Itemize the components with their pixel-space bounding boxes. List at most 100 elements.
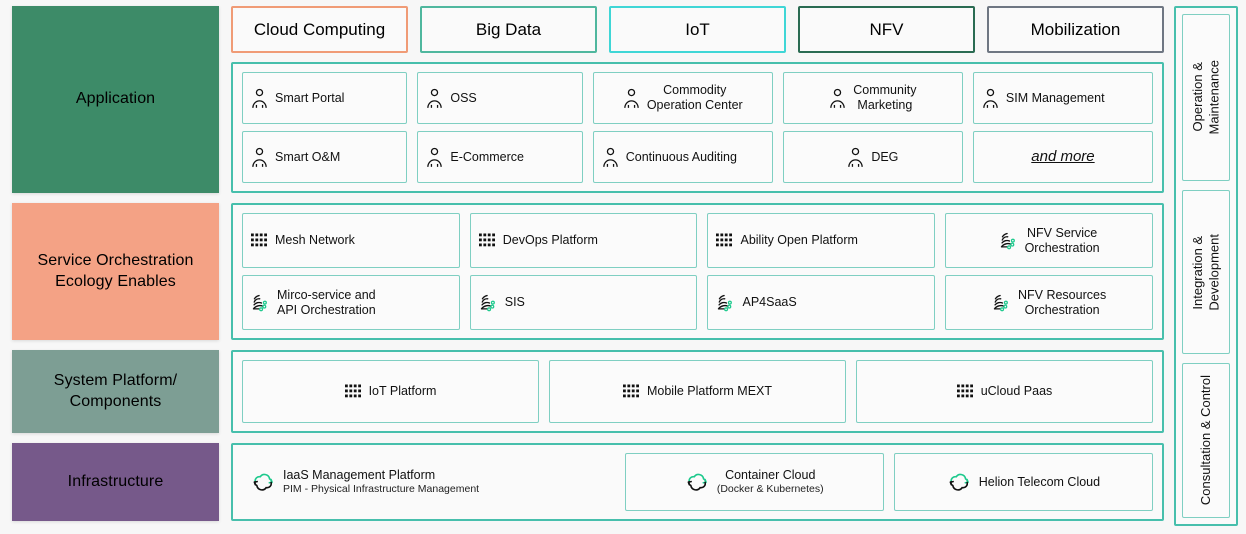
item-cell[interactable]: Mesh Network	[242, 213, 460, 268]
item-label: DevOps Platform	[502, 233, 598, 247]
item-cell[interactable]: SIM Management	[972, 72, 1153, 124]
layer-service-orchestration: Service Orchestration Ecology Enables Me…	[12, 203, 1164, 340]
item-cell[interactable]: Container Cloud(Docker & Kubernetes)	[624, 453, 884, 511]
rail-label: Integration & Development	[1189, 233, 1221, 311]
layer-label-system-platform: System Platform/ Components	[12, 350, 219, 433]
item-cell[interactable]: Mirco-service and API Orchestration	[242, 275, 460, 330]
service-orchestration-panel: Mesh Network DevOps Platform Ability Open …	[231, 203, 1164, 340]
category-chip-3[interactable]: NFV	[798, 6, 975, 53]
item-label: Commodity Operation Center	[646, 83, 743, 112]
item-cell[interactable]: OSS	[417, 72, 583, 124]
item-cell[interactable]: Community Marketing	[782, 72, 963, 124]
application-panel: Smart Portal OSS Commodity Operation Cente…	[231, 62, 1164, 193]
person-icon	[624, 88, 639, 108]
item-sublabel: PIM - Physical Infrastructure Management	[283, 483, 480, 496]
item-label: Mirco-service and API Orchestration	[277, 287, 376, 317]
category-chip-0[interactable]: Cloud Computing	[231, 6, 408, 53]
cloud-icon	[253, 473, 273, 491]
item-sublabel: (Docker & Kubernetes)	[716, 483, 824, 496]
layer-system-platform: System Platform/ Components IoT Platform…	[12, 350, 1164, 433]
layer-body-system-platform: IoT Platform Mobile Platform MEXT uCloud P…	[231, 350, 1164, 433]
item-label: uCloud Paas	[980, 384, 1053, 398]
layer-label-text: Service Orchestration Ecology Enables	[37, 252, 194, 290]
item-cell[interactable]: NFV Service Orchestration	[945, 213, 1153, 268]
item-label: Ability Open Platform	[740, 233, 858, 247]
layer-body-service-orchestration: Mesh Network DevOps Platform Ability Open …	[231, 203, 1164, 340]
layer-label-service-orchestration: Service Orchestration Ecology Enables	[12, 203, 219, 340]
layer-label-text: Infrastructure	[67, 472, 164, 490]
category-chip-1[interactable]: Big Data	[420, 6, 597, 53]
category-chip-label: Big Data	[475, 19, 542, 39]
grid-icon	[478, 233, 495, 247]
layer-label-text: Application	[75, 90, 156, 108]
grid-icon	[622, 384, 639, 398]
item-cell[interactable]: DevOps Platform	[469, 213, 698, 268]
layer-label-infrastructure: Infrastructure	[12, 443, 219, 521]
item-label: DEG	[871, 149, 899, 164]
orchestration-icon	[718, 294, 733, 311]
person-icon	[252, 147, 267, 167]
item-label: AP4SaaS	[742, 295, 797, 309]
item-cell[interactable]: SIS	[469, 275, 698, 330]
item-cell[interactable]: Smart O&M	[242, 131, 408, 183]
category-chip-row: Cloud Computing Big Data IoT NFV Mobilizatio…	[231, 6, 1164, 53]
layer-application: Application Cloud Computing Big Data IoT NF…	[12, 6, 1164, 193]
item-cell[interactable]: uCloud Paas	[856, 360, 1153, 423]
item-label: IoT Platform	[368, 384, 437, 398]
orchestration-icon	[480, 294, 495, 311]
orchestration-icon	[1000, 232, 1015, 249]
item-cell[interactable]: and more	[972, 131, 1153, 183]
layer-label-application: Application	[12, 6, 219, 193]
item-label: OSS	[450, 90, 477, 105]
cloud-icon	[949, 473, 969, 491]
person-icon	[830, 88, 846, 108]
cell-row: Smart Portal OSS Commodity Operation Cente…	[242, 72, 1153, 124]
category-chip-4[interactable]: Mobilization	[987, 6, 1164, 53]
category-chip-2[interactable]: IoT	[609, 6, 786, 53]
item-label: Community Marketing	[853, 83, 917, 112]
system-platform-panel: IoT Platform Mobile Platform MEXT uCloud P…	[231, 350, 1164, 433]
item-label: Mesh Network	[275, 233, 355, 247]
orchestration-icon	[252, 294, 267, 311]
layer-label-text: System Platform/ Components	[53, 372, 178, 410]
cell-row: Mesh Network DevOps Platform Ability Open …	[242, 213, 1153, 268]
category-chip-label: NFV	[869, 19, 904, 39]
item-label: Smart Portal	[275, 90, 345, 105]
category-chip-label: Mobilization	[1030, 19, 1121, 39]
item-label: E-Commerce	[450, 149, 524, 164]
rail-label: Operation & Maintenance	[1189, 60, 1221, 135]
item-cell[interactable]: IoT Platform	[242, 360, 539, 423]
orchestration-icon	[993, 294, 1008, 311]
item-label: NFV Resources Orchestration	[1017, 287, 1107, 317]
rail-cell-0[interactable]: Operation & Maintenance	[1182, 14, 1230, 182]
rail-label: Consultation & Control	[1197, 375, 1213, 506]
cloud-icon	[687, 473, 707, 491]
item-label: SIM Management	[1005, 90, 1105, 105]
item-cell[interactable]: Smart Portal	[242, 72, 408, 124]
item-cell[interactable]: Commodity Operation Center	[592, 72, 773, 124]
person-icon	[427, 88, 443, 108]
item-text-group: Container Cloud(Docker & Kubernetes)	[717, 468, 824, 496]
person-icon	[252, 88, 267, 108]
grid-icon	[716, 233, 733, 247]
layer-stack: Application Cloud Computing Big Data IoT NF…	[12, 6, 1164, 526]
rail-cell-2[interactable]: Consultation & Control	[1182, 362, 1230, 518]
item-cell[interactable]: E-Commerce	[417, 131, 583, 183]
item-cell[interactable]: AP4SaaS	[707, 275, 936, 330]
item-cell[interactable]: Mobile Platform MEXT	[549, 360, 846, 423]
grid-icon	[251, 233, 267, 247]
item-label: Helion Telecom Cloud	[978, 474, 1101, 489]
item-cell[interactable]: Ability Open Platform	[707, 213, 936, 268]
item-cell[interactable]: NFV Resources Orchestration	[945, 275, 1153, 330]
item-label: Continuous Auditing	[625, 149, 737, 164]
item-cell[interactable]: Helion Telecom Cloud	[893, 453, 1153, 511]
rail-cell-1[interactable]: Integration & Development	[1182, 190, 1230, 354]
item-cell[interactable]: DEG	[782, 131, 963, 183]
item-cell[interactable]: Continuous Auditing	[592, 131, 773, 183]
